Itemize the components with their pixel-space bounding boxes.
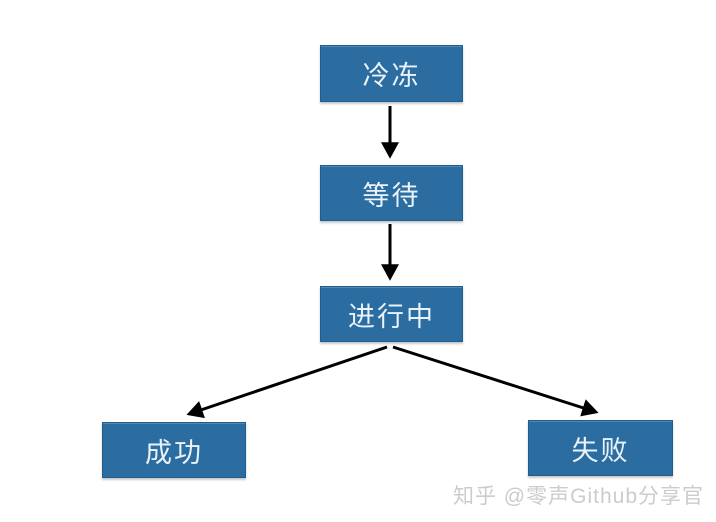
node-frozen-label: 冷冻 bbox=[362, 61, 421, 91]
node-in-progress: 进行中 bbox=[320, 286, 463, 342]
zhihu-watermark: 知乎 @零声Github分享官 bbox=[452, 485, 704, 508]
node-failed-label: 失败 bbox=[571, 435, 630, 466]
edge-inprogress-to-success-arrow bbox=[186, 345, 388, 419]
node-waiting: 等待 bbox=[320, 165, 463, 221]
node-success-label: 成功 bbox=[145, 437, 203, 468]
edge-inprogress-to-failed-arrow bbox=[392, 345, 599, 417]
node-in-progress-label: 进行中 bbox=[348, 301, 435, 332]
node-waiting-label: 等待 bbox=[362, 180, 421, 211]
node-frozen: 冷冻 bbox=[320, 45, 463, 102]
node-success: 成功 bbox=[102, 422, 246, 478]
node-failed: 失败 bbox=[528, 420, 673, 476]
